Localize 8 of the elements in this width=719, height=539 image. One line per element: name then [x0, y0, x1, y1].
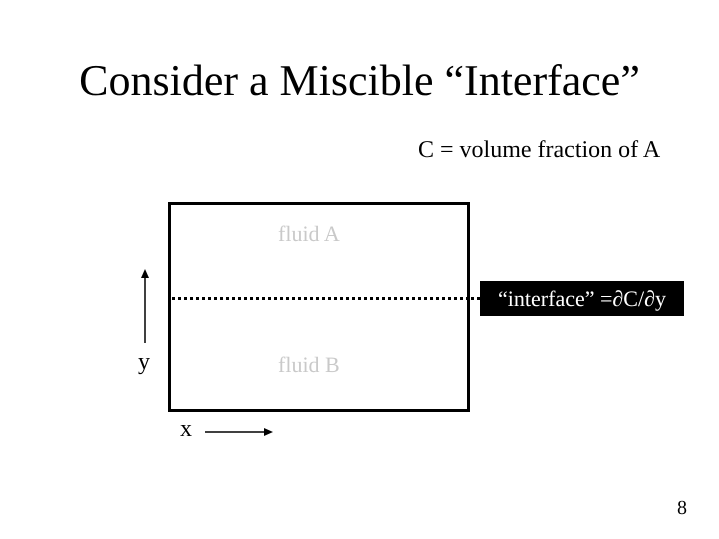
- page-number: 8: [677, 498, 687, 518]
- slide-title: Consider a Miscible “Interface”: [78, 59, 641, 103]
- container-box: [168, 202, 470, 412]
- interface-line: [172, 297, 467, 300]
- axis-label: y: [138, 350, 150, 374]
- axis-label: x: [180, 417, 192, 441]
- definition-note: C = volume fraction of A: [418, 138, 660, 162]
- interface-label: “interface” =∂C/∂y: [480, 281, 684, 316]
